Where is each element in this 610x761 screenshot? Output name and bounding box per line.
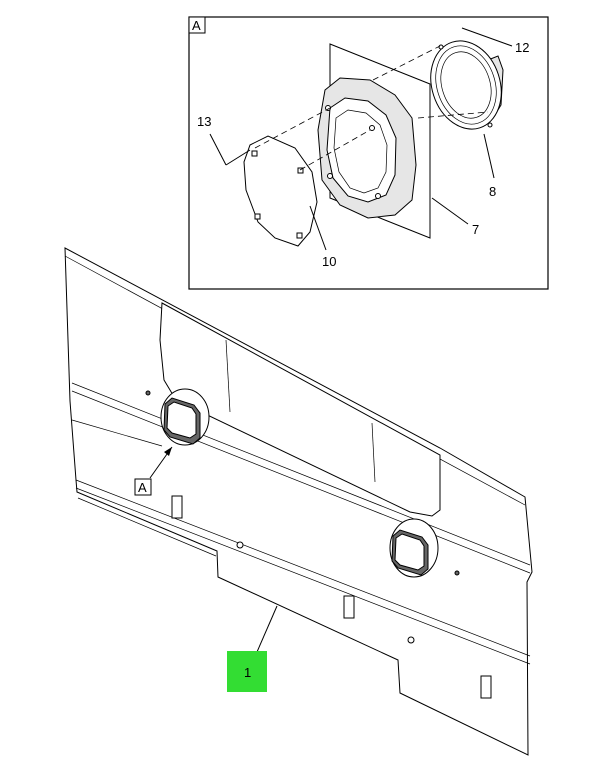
panel-hole <box>407 636 415 644</box>
grille-clip <box>297 167 304 174</box>
housing-bolt <box>375 193 381 199</box>
panel-slot <box>343 595 355 619</box>
detail-a-inset: A <box>188 16 549 290</box>
callout-a-box <box>134 478 152 496</box>
recess-divider <box>225 339 231 413</box>
left-speaker-assembly <box>160 388 210 446</box>
housing-opening <box>333 109 388 194</box>
part-label-8: 8 <box>489 184 496 199</box>
grille-clip <box>251 150 258 157</box>
leader-7 <box>431 197 469 225</box>
leader-8 <box>483 133 495 179</box>
housing-bolt <box>327 173 333 179</box>
panel-lower-line <box>71 419 163 447</box>
leader-12 <box>461 27 513 47</box>
explode-line <box>372 45 441 81</box>
panel-hole <box>236 541 244 549</box>
housing-bolt <box>325 105 331 111</box>
leader-10 <box>309 205 327 251</box>
leader-13 <box>209 133 227 166</box>
explode-line <box>254 107 331 149</box>
panel-recess <box>159 302 441 517</box>
part-label-1[interactable]: 1 <box>244 665 251 680</box>
panel-hole <box>454 570 460 576</box>
panel-slot <box>480 675 492 699</box>
panel-outline <box>64 247 533 756</box>
right-speaker-assembly <box>389 518 439 578</box>
detail-label: A <box>192 18 201 33</box>
panel-slot <box>171 495 183 519</box>
panel-shelf-line <box>71 382 531 566</box>
panel-shelf-line-2 <box>71 390 531 574</box>
panel-band-line <box>75 479 531 657</box>
callout-a-arrowhead <box>164 447 172 456</box>
part-label-10: 10 <box>322 254 336 269</box>
panel-bottom-strip <box>77 497 217 557</box>
part-label-13: 13 <box>197 114 211 129</box>
panel-hole <box>145 390 151 396</box>
recess-divider <box>371 422 376 483</box>
rear-wall-panel: A 1 <box>64 247 533 756</box>
grille-clip <box>254 213 261 220</box>
explode-line <box>299 129 371 171</box>
leader-13b <box>225 149 251 166</box>
part-label-7: 7 <box>472 222 479 237</box>
housing-bolt <box>369 125 375 131</box>
speaker-grille <box>243 135 318 247</box>
detail-label-box <box>188 16 206 34</box>
part-1-highlight[interactable] <box>227 651 267 692</box>
speaker <box>430 40 504 130</box>
part-label-12: 12 <box>515 40 529 55</box>
callout-a-label: A <box>138 480 147 495</box>
explode-line <box>417 111 489 119</box>
panel-band-line-2 <box>75 487 531 665</box>
grille-clip <box>296 232 303 239</box>
